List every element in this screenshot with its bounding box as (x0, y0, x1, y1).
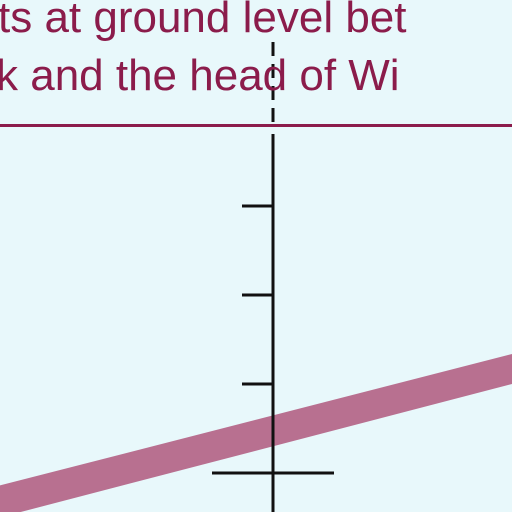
caption-line-2: k and the head of Wi (0, 51, 400, 100)
caption-divider (0, 124, 512, 127)
sloping-ground-band (0, 354, 512, 512)
caption-line-1: ts at ground level bet (0, 0, 407, 42)
